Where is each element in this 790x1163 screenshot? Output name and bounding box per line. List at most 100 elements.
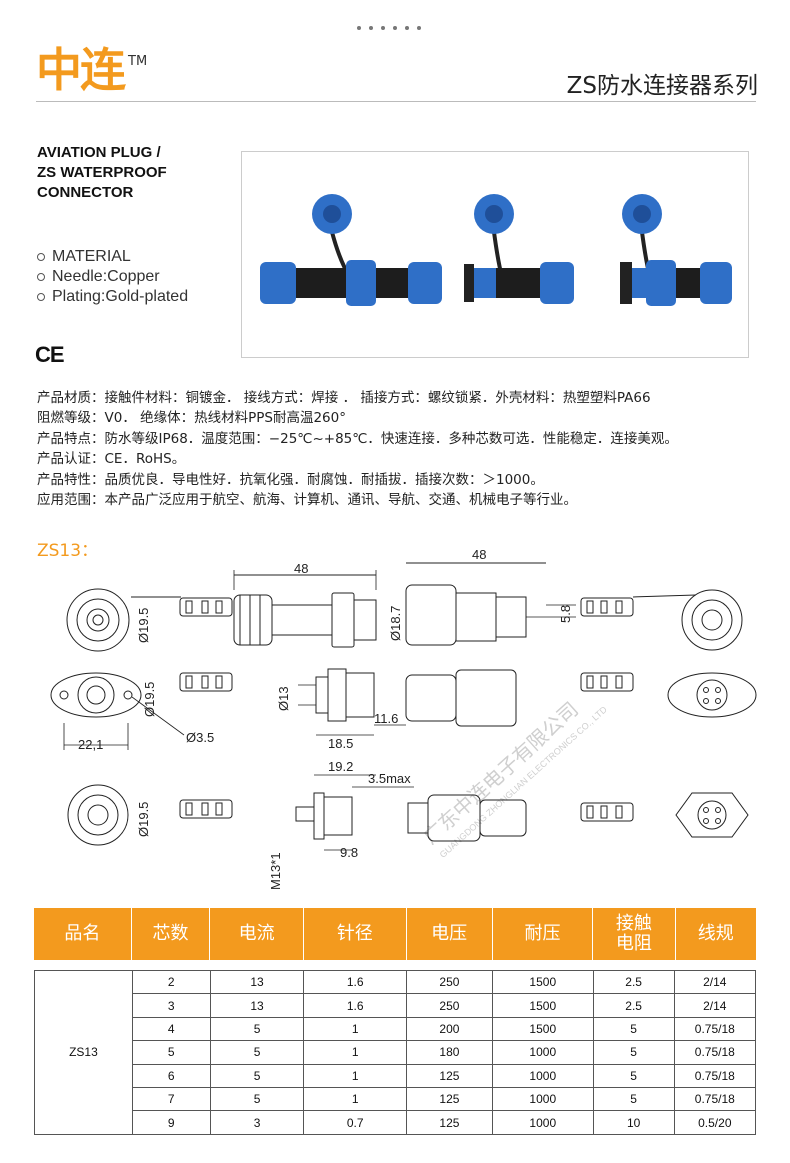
table-cell: 1 xyxy=(303,1086,407,1112)
bullet-icon xyxy=(37,273,45,281)
table-cell: 13 xyxy=(209,969,305,995)
table-cell: 3 xyxy=(131,993,211,1018)
plug-view-3 xyxy=(407,792,749,842)
table-cell: 10 xyxy=(592,1110,675,1135)
table-cell: 0.75/18 xyxy=(673,1016,757,1042)
product-title: AVIATION PLUG / ZS WATERPROOF CONNECTOR xyxy=(37,143,167,203)
bullet-icon xyxy=(37,293,45,301)
table-cell: 1500 xyxy=(491,993,594,1018)
table-cell: 5 xyxy=(209,1063,305,1088)
table-cell: 1000 xyxy=(491,1086,594,1112)
table-cell: 13 xyxy=(209,993,305,1018)
dim-d19-5-a: Ø19.5 xyxy=(136,608,151,643)
table-cell: 125 xyxy=(405,1110,493,1135)
description-line: 产品特性：品质优良．导电性好．抗氧化强．耐腐蚀．耐插拔．插接次数：＞1000。 xyxy=(37,471,544,488)
table-cell: 5 xyxy=(209,1040,305,1065)
series-title: ZS防水连接器系列 xyxy=(566,73,758,99)
side-view-3 xyxy=(295,774,414,851)
front-view-3 xyxy=(67,784,233,846)
table-cell: 1500 xyxy=(491,1016,594,1042)
dim-m13: M13*1 xyxy=(268,852,283,890)
table-cell: 2.5 xyxy=(592,969,675,995)
table-cell: 0.5/20 xyxy=(673,1110,757,1135)
table-cell: 0.75/18 xyxy=(673,1063,757,1088)
description-line: 阻燃等级：V0． 绝缘体：热线材料PPS耐高温260° xyxy=(37,410,346,427)
table-cell: 1.6 xyxy=(303,993,407,1018)
table-cell: 1000 xyxy=(491,1063,594,1088)
dim-48-a: 48 xyxy=(294,561,308,576)
table-cell: 5 xyxy=(131,1040,211,1065)
header-pin-diameter: 针径 xyxy=(303,908,407,960)
product-title-line: AVIATION PLUG / xyxy=(37,144,161,161)
table-cell: 1.6 xyxy=(303,969,407,995)
front-view-1 xyxy=(66,588,233,652)
table-cell: 250 xyxy=(405,969,493,995)
description-line: 应用范围：本产品广泛应用于航空、航海、计算机、通讯、导航、交通、机械电子等行业。 xyxy=(37,492,577,509)
plug-view-2 xyxy=(405,669,757,727)
table-cell: 0.75/18 xyxy=(673,1086,757,1112)
table-cell: 2/14 xyxy=(673,969,757,995)
page-indicator-dots xyxy=(357,26,421,30)
connector-photo-3 xyxy=(620,194,732,306)
side-view-2 xyxy=(405,562,576,646)
header-current: 电流 xyxy=(209,908,305,960)
dim-19-2: 19.2 xyxy=(328,759,353,774)
table-cell: 1000 xyxy=(491,1110,594,1135)
product-photo xyxy=(241,151,749,358)
table-cell: 125 xyxy=(405,1063,493,1088)
product-title-line: CONNECTOR xyxy=(37,184,134,201)
material-list: MATERIAL Needle:Copper Plating:Gold-plat… xyxy=(37,247,188,307)
side-view-flange xyxy=(298,668,406,736)
description-line: 产品特点：防水等级IP68．温度范围：−25℃~+85℃．快速连接．多种芯数可选… xyxy=(37,430,678,447)
table-cell: 250 xyxy=(405,993,493,1018)
connector-photo-1 xyxy=(260,194,442,306)
table-cell: 180 xyxy=(405,1040,493,1065)
front-view-2 xyxy=(580,589,743,651)
dim-d19-5-c: Ø19.5 xyxy=(136,802,151,837)
dim-5-8: 5.8 xyxy=(558,605,573,623)
dim-d19-5-b: Ø19.5 xyxy=(142,682,157,717)
table-cell: 2/14 xyxy=(673,993,757,1018)
table-cell: 5 xyxy=(592,1016,675,1042)
technical-drawings: 广东中连电子有限公司 GUANGDONG ZHONGLIAN ELECTRONI… xyxy=(50,547,757,890)
connector-photo-2 xyxy=(464,194,574,304)
header-withstand-voltage: 耐压 xyxy=(492,908,594,960)
header-cores: 芯数 xyxy=(131,908,211,960)
product-title-line: ZS WATERPROOF xyxy=(37,164,167,181)
table-cell: 5 xyxy=(592,1063,675,1088)
dim-22-1: 22,1 xyxy=(78,737,103,752)
front-view-flange xyxy=(50,672,233,750)
table-cell: 5 xyxy=(209,1086,305,1112)
dim-9-8: 9.8 xyxy=(340,845,358,860)
header-contact-resistance-text: 接触电阻 xyxy=(615,913,652,954)
material-item: Plating:Gold-plated xyxy=(37,287,188,307)
table-cell: 2.5 xyxy=(592,993,675,1018)
watermark-cn: 广东中连电子有限公司 xyxy=(418,697,583,849)
dim-d13: Ø13 xyxy=(276,686,291,711)
table-cell: 1500 xyxy=(491,969,594,995)
table-cell: 0.7 xyxy=(303,1110,407,1135)
dim-18-5: 18.5 xyxy=(328,736,353,751)
ce-mark-icon: CE xyxy=(35,342,65,367)
model-cell: ZS13 xyxy=(34,970,133,1135)
table-cell: 5 xyxy=(592,1040,675,1065)
dim-d3-5: Ø3.5 xyxy=(186,730,214,745)
watermark-en: GUANGDONG ZHONGLIAN ELECTRONICS CO., LTD xyxy=(438,704,610,860)
material-item: Needle:Copper xyxy=(37,267,188,287)
spec-table-header: 品名 芯数 电流 针径 电压 耐压 接触电阻 线规 xyxy=(34,908,756,960)
watermark: 广东中连电子有限公司 GUANGDONG ZHONGLIAN ELECTRONI… xyxy=(418,697,610,860)
bullet-icon xyxy=(37,253,45,261)
material-item: MATERIAL xyxy=(37,247,188,267)
material-text: Plating:Gold-plated xyxy=(52,288,189,305)
table-cell: 7 xyxy=(131,1086,211,1112)
description-line: 产品材质：接触件材料：铜镀金． 接线方式：焊接 ． 插接方式：螺纹锁紧．外壳材料… xyxy=(37,390,651,406)
table-cell: 5 xyxy=(592,1086,675,1112)
